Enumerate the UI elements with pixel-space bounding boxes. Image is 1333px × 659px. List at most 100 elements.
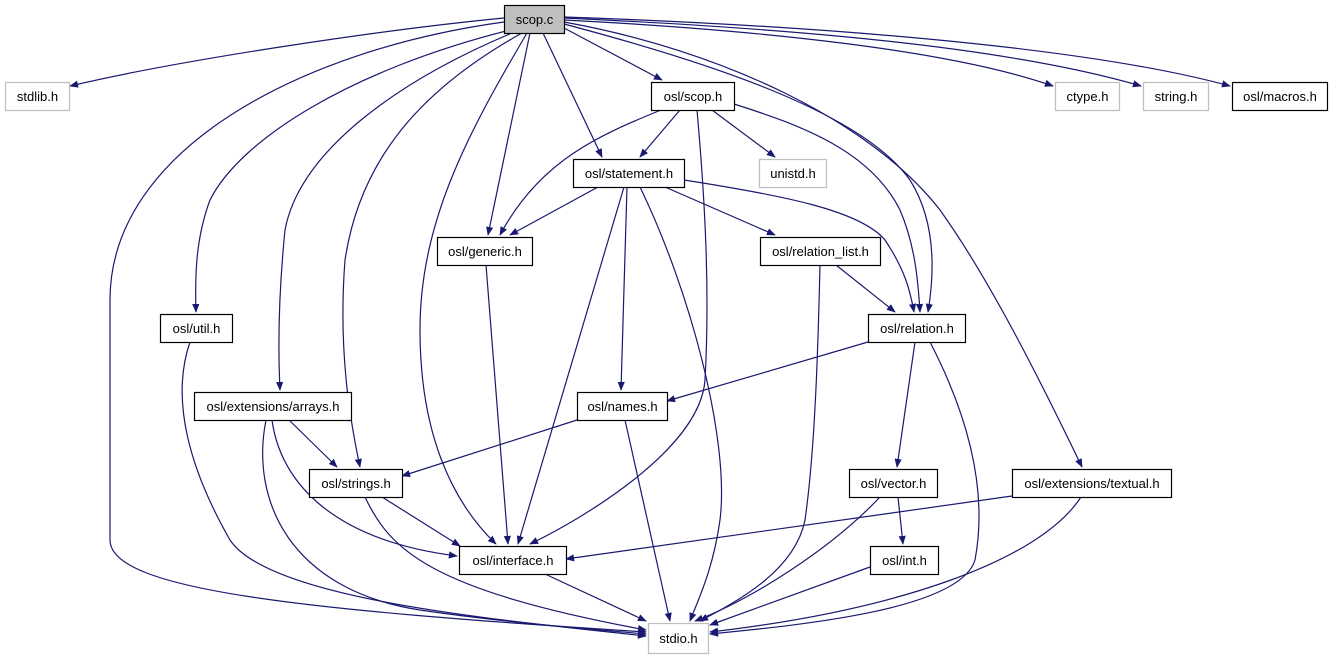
node-osl-vector-h[interactable]: osl/vector.h xyxy=(848,468,939,499)
edge-osl-statement-h-to-osl-relation-list-h xyxy=(664,186,776,236)
edge-osl-int-h-to-stdio-h xyxy=(709,566,871,626)
node-label: osl/scop.h xyxy=(664,89,723,104)
node-osl-util-h[interactable]: osl/util.h xyxy=(159,313,234,344)
node-label: string.h xyxy=(1155,89,1198,104)
node-box xyxy=(193,391,353,422)
node-label: osl/relation.h xyxy=(880,321,954,336)
edge-osl-extensions-textual-h-to-stdio-h xyxy=(709,496,1082,635)
node-label: scop.c xyxy=(516,12,554,27)
edge-osl-scop-h-to-osl-interface-h xyxy=(529,109,708,545)
nodes-layer: scop.c stdlib.h osl/scop.h ctype.h string.h o… xyxy=(4,4,1329,655)
node-osl-extensions-arrays-h[interactable]: osl/extensions/arrays.h xyxy=(193,391,353,422)
node-label: osl/strings.h xyxy=(321,476,390,491)
edge-scop-c-to-osl-statement-h xyxy=(542,32,603,158)
node-box xyxy=(758,158,828,189)
node-osl-macros-h[interactable]: osl/macros.h xyxy=(1231,81,1329,112)
node-box xyxy=(503,4,566,35)
node-label: ctype.h xyxy=(1067,89,1109,104)
edge-osl-extensions-arrays-h-to-stdio-h xyxy=(262,419,647,637)
node-label: unistd.h xyxy=(770,166,816,181)
node-box xyxy=(308,468,404,499)
node-stdio-h: stdio.h xyxy=(647,622,710,655)
edge-osl-scop-h-to-osl-generic-h xyxy=(499,109,662,236)
node-label: osl/extensions/textual.h xyxy=(1024,476,1159,491)
edge-scop-c-to-osl-relation-h xyxy=(563,23,933,313)
edge-osl-relation-h-to-osl-names-h xyxy=(666,341,869,403)
node-box xyxy=(436,236,534,267)
node-box xyxy=(647,622,710,655)
node-label: osl/util.h xyxy=(173,321,221,336)
node-box xyxy=(650,81,736,112)
edge-scop-c-to-osl-generic-h xyxy=(486,32,531,236)
edge-scop-c-to-string-h xyxy=(563,17,1142,88)
node-label: osl/statement.h xyxy=(585,166,673,181)
node-box xyxy=(1011,468,1173,499)
node-osl-interface-h[interactable]: osl/interface.h xyxy=(458,545,568,576)
node-box xyxy=(1054,81,1121,112)
edge-osl-statement-h-to-osl-generic-h xyxy=(509,186,599,236)
node-osl-strings-h[interactable]: osl/strings.h xyxy=(308,468,404,499)
node-scop-c[interactable]: scop.c xyxy=(503,4,566,35)
node-string-h: string.h xyxy=(1142,81,1210,112)
edge-osl-relation-list-h-to-stdio-h xyxy=(699,264,821,622)
edge-scop-c-to-osl-extensions-textual-h xyxy=(563,21,1083,468)
node-label: osl/names.h xyxy=(587,399,657,414)
node-stdlib-h: stdlib.h xyxy=(4,81,71,112)
node-ctype-h: ctype.h xyxy=(1054,81,1121,112)
node-osl-scop-h[interactable]: osl/scop.h xyxy=(650,81,736,112)
node-label: osl/relation_list.h xyxy=(772,244,869,259)
edge-osl-relation-h-to-osl-vector-h xyxy=(894,341,916,468)
edge-osl-scop-h-to-osl-relation-h xyxy=(733,103,924,313)
edge-osl-scop-h-to-osl-statement-h xyxy=(639,109,681,158)
edge-osl-scop-h-to-unistd-h xyxy=(711,109,776,158)
edge-scop-c-to-osl-util-h xyxy=(192,29,511,313)
node-box xyxy=(572,158,686,189)
edge-osl-relation-list-h-to-osl-relation-h xyxy=(835,264,896,313)
edge-scop-c-to-stdlib-h xyxy=(69,17,505,88)
node-label: osl/extensions/arrays.h xyxy=(207,399,340,414)
node-osl-names-h[interactable]: osl/names.h xyxy=(576,391,669,422)
node-box xyxy=(867,313,967,344)
node-box xyxy=(848,468,939,499)
node-label: stdio.h xyxy=(659,631,697,646)
edge-osl-statement-h-to-osl-relation-h xyxy=(683,179,917,313)
node-box xyxy=(458,545,568,576)
node-osl-relation-h[interactable]: osl/relation.h xyxy=(867,313,967,344)
edge-osl-statement-h-to-stdio-h xyxy=(639,186,723,622)
edge-scop-c-to-stdio-h xyxy=(109,21,647,636)
node-osl-statement-h[interactable]: osl/statement.h xyxy=(572,158,686,189)
node-box xyxy=(1142,81,1210,112)
node-box xyxy=(4,81,71,112)
edge-scop-c-to-osl-scop-h xyxy=(563,27,663,81)
edge-osl-interface-h-to-stdio-h xyxy=(544,573,647,622)
edge-osl-statement-h-to-osl-names-h xyxy=(617,186,628,391)
edge-osl-statement-h-to-osl-interface-h xyxy=(516,186,625,545)
node-osl-extensions-textual-h[interactable]: osl/extensions/textual.h xyxy=(1011,468,1173,499)
node-label: osl/int.h xyxy=(882,553,927,568)
node-label: osl/vector.h xyxy=(861,476,927,491)
node-box xyxy=(576,391,669,422)
edges-layer xyxy=(69,16,1231,639)
node-osl-int-h[interactable]: osl/int.h xyxy=(869,545,940,576)
edge-scop-c-to-ctype-h xyxy=(563,19,1054,87)
node-box xyxy=(759,236,882,267)
edge-osl-strings-h-to-stdio-h xyxy=(364,496,647,633)
edge-osl-extensions-arrays-h-to-osl-strings-h xyxy=(288,419,338,468)
node-label: osl/macros.h xyxy=(1243,89,1317,104)
edge-scop-c-to-osl-interface-h xyxy=(419,32,528,545)
edge-osl-strings-h-to-osl-interface-h xyxy=(381,496,461,547)
edge-osl-util-h-to-stdio-h xyxy=(181,341,647,639)
node-osl-relation-list-h[interactable]: osl/relation_list.h xyxy=(759,236,882,267)
edge-osl-extensions-textual-h-to-osl-interface-h xyxy=(565,495,1013,562)
edge-osl-generic-h-to-osl-interface-h xyxy=(485,264,511,545)
node-label: osl/generic.h xyxy=(448,244,522,259)
edge-scop-c-to-osl-macros-h xyxy=(563,16,1231,88)
edge-osl-relation-h-to-stdio-h xyxy=(709,341,980,637)
node-label: osl/interface.h xyxy=(473,553,554,568)
edge-scop-c-to-osl-extensions-arrays-h xyxy=(276,32,513,391)
node-osl-generic-h[interactable]: osl/generic.h xyxy=(436,236,534,267)
node-box xyxy=(869,545,940,576)
edge-osl-names-h-to-stdio-h xyxy=(624,419,672,622)
edge-osl-extensions-arrays-h-to-osl-interface-h xyxy=(271,419,458,559)
